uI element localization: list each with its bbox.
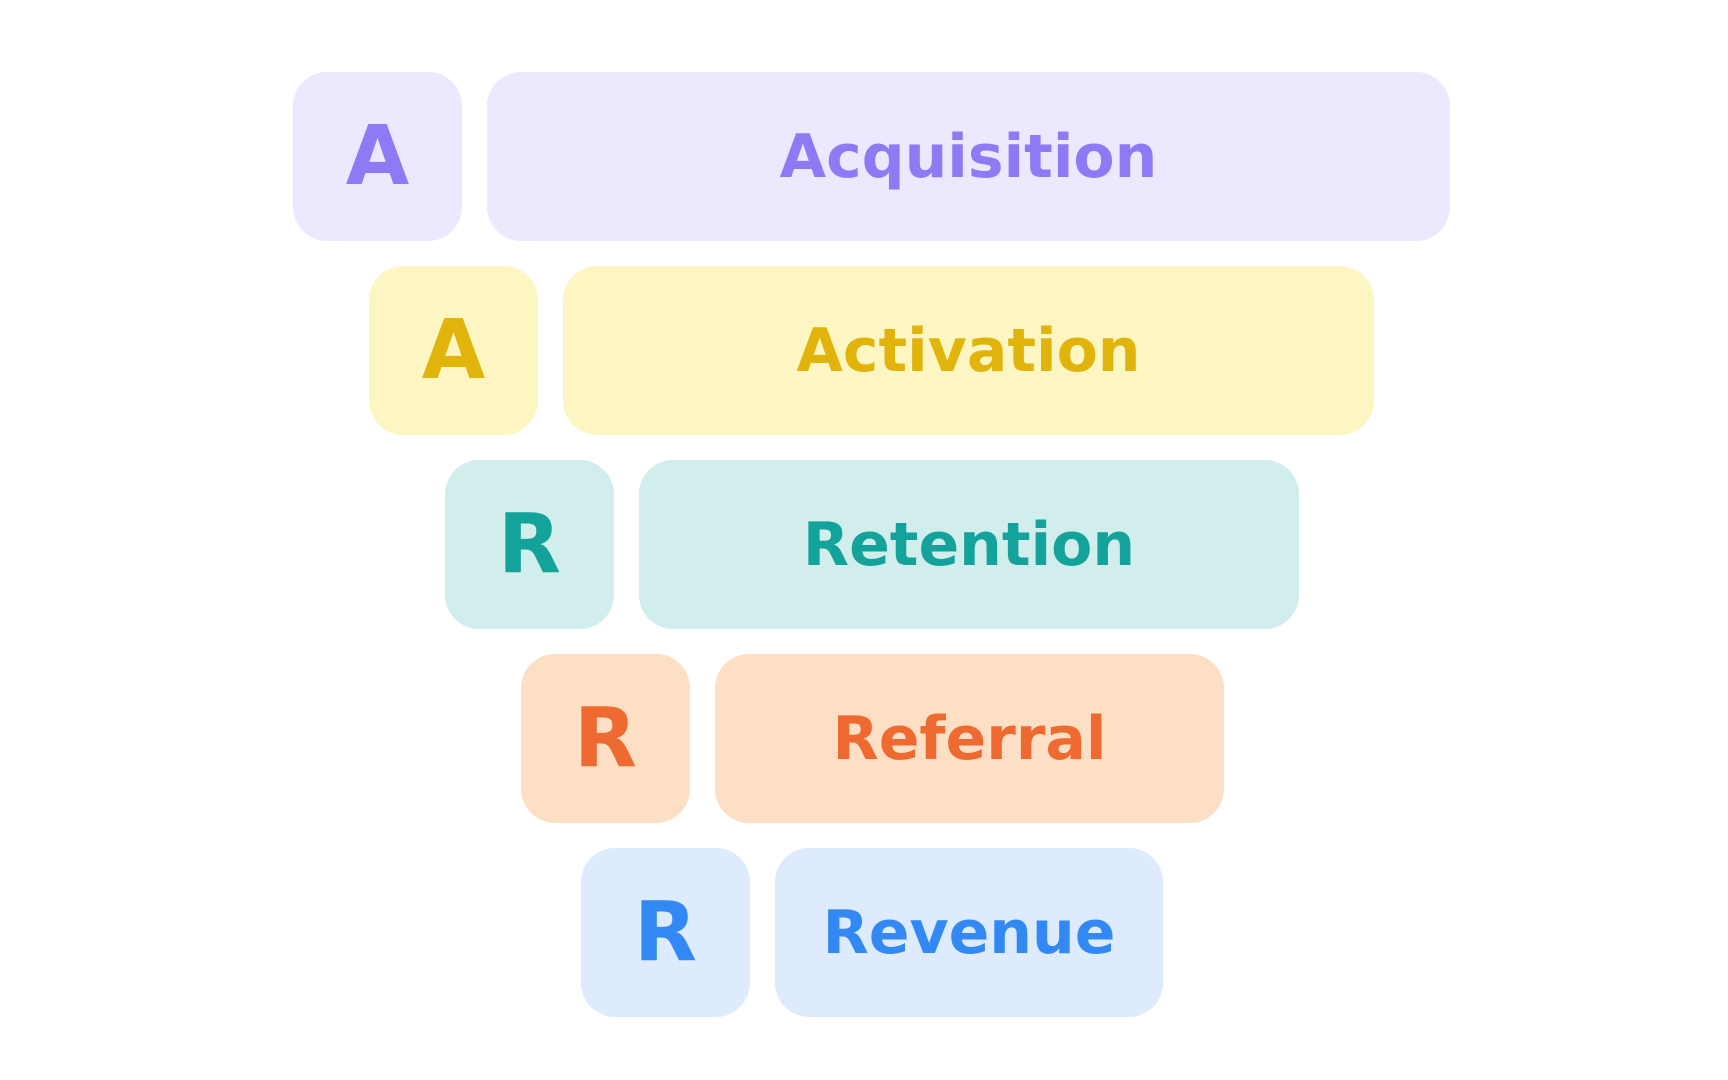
stage-letter-badge: R (581, 848, 750, 1017)
stage-label-bar: Acquisition (487, 72, 1450, 241)
stage-label-bar: Referral (715, 654, 1224, 823)
stage-label-bar: Activation (563, 266, 1374, 435)
stage-label-bar: Revenue (775, 848, 1163, 1017)
stage-letter-badge: R (521, 654, 690, 823)
stage-letter-badge: A (369, 266, 538, 435)
stage-letter-badge: A (293, 72, 462, 241)
stage-letter-badge: R (445, 460, 614, 629)
stage-label-bar: Retention (639, 460, 1299, 629)
